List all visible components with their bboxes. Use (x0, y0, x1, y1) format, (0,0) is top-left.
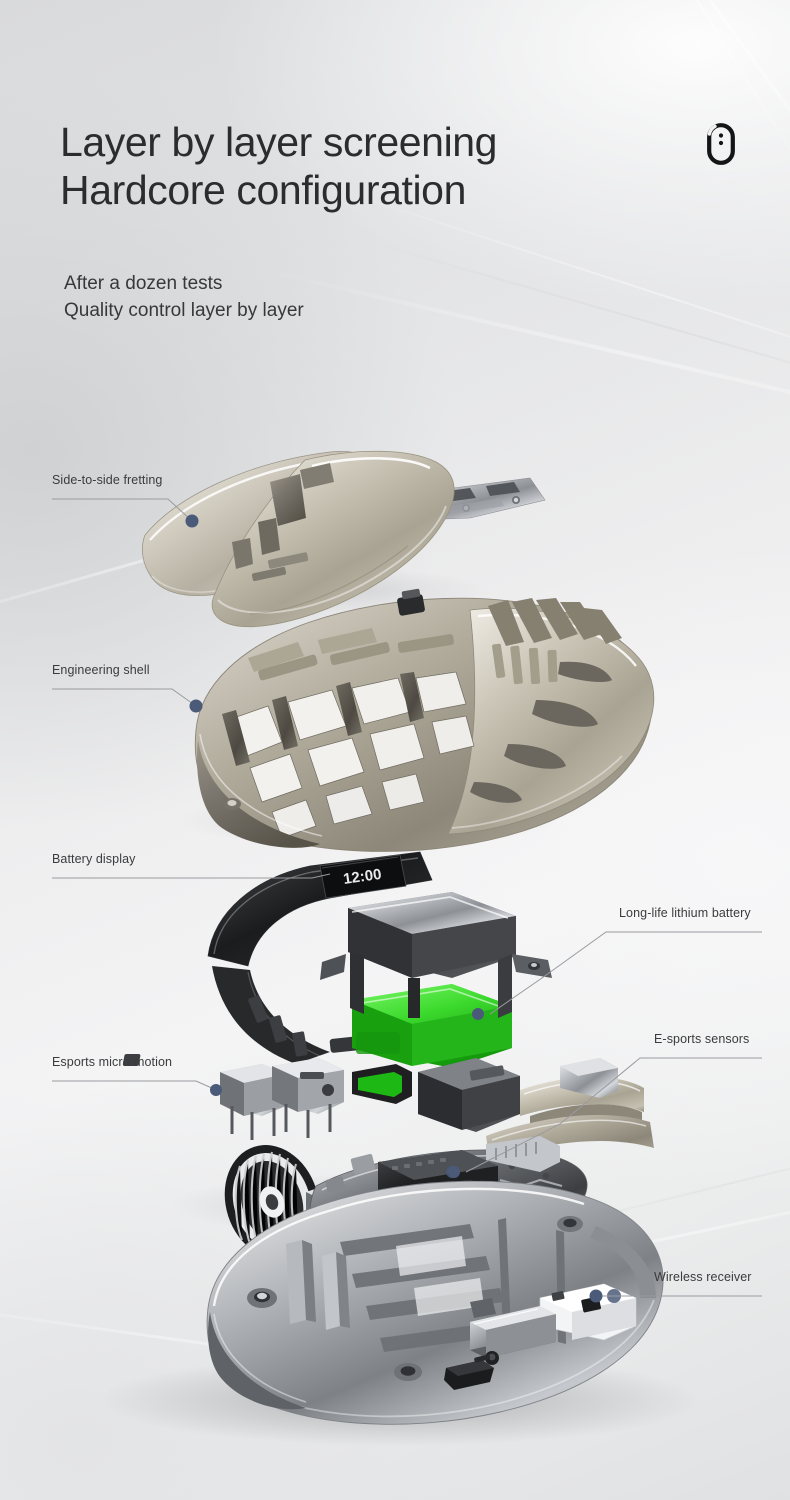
callout-label-wireless-receiver: Wireless receiver (654, 1270, 752, 1284)
callout-label-engineering-shell: Engineering shell (52, 663, 150, 677)
exploded-mouse-illustration: 12:00 (0, 400, 790, 1460)
page-subtitle: After a dozen tests Quality control laye… (64, 273, 304, 321)
callout-label-esports-micro-motion: Esports micro-motion (52, 1055, 173, 1069)
honeycomb-engineering-shell (194, 588, 655, 852)
lithium-battery-module (320, 892, 552, 1068)
callout-label-battery-display: Battery display (52, 852, 136, 866)
mouse-icon (707, 123, 735, 165)
loose-screw-part (444, 1351, 499, 1390)
callout-label-long-life-lithium-battery: Long-life lithium battery (619, 906, 751, 920)
product-svg: 12:00 (100, 450, 700, 1446)
bottom-chassis-plate (206, 1180, 664, 1425)
battery-display-screen: 12:00 (319, 854, 407, 899)
callout-label-e-sports-sensors: E-sports sensors (654, 1032, 750, 1046)
battery-display-bracket: 12:00 (207, 851, 439, 1064)
micro-switch-pair (122, 1054, 412, 1140)
optical-sensor-module (418, 1058, 654, 1162)
callout-label-side-to-side-fretting: Side-to-side fretting (52, 473, 163, 487)
usb-wireless-receiver (470, 1283, 637, 1358)
page-title: Layer by layer screening Hardcore config… (60, 119, 498, 213)
battery-display-text: 12:00 (342, 866, 382, 888)
top-cover-plate (141, 450, 546, 628)
